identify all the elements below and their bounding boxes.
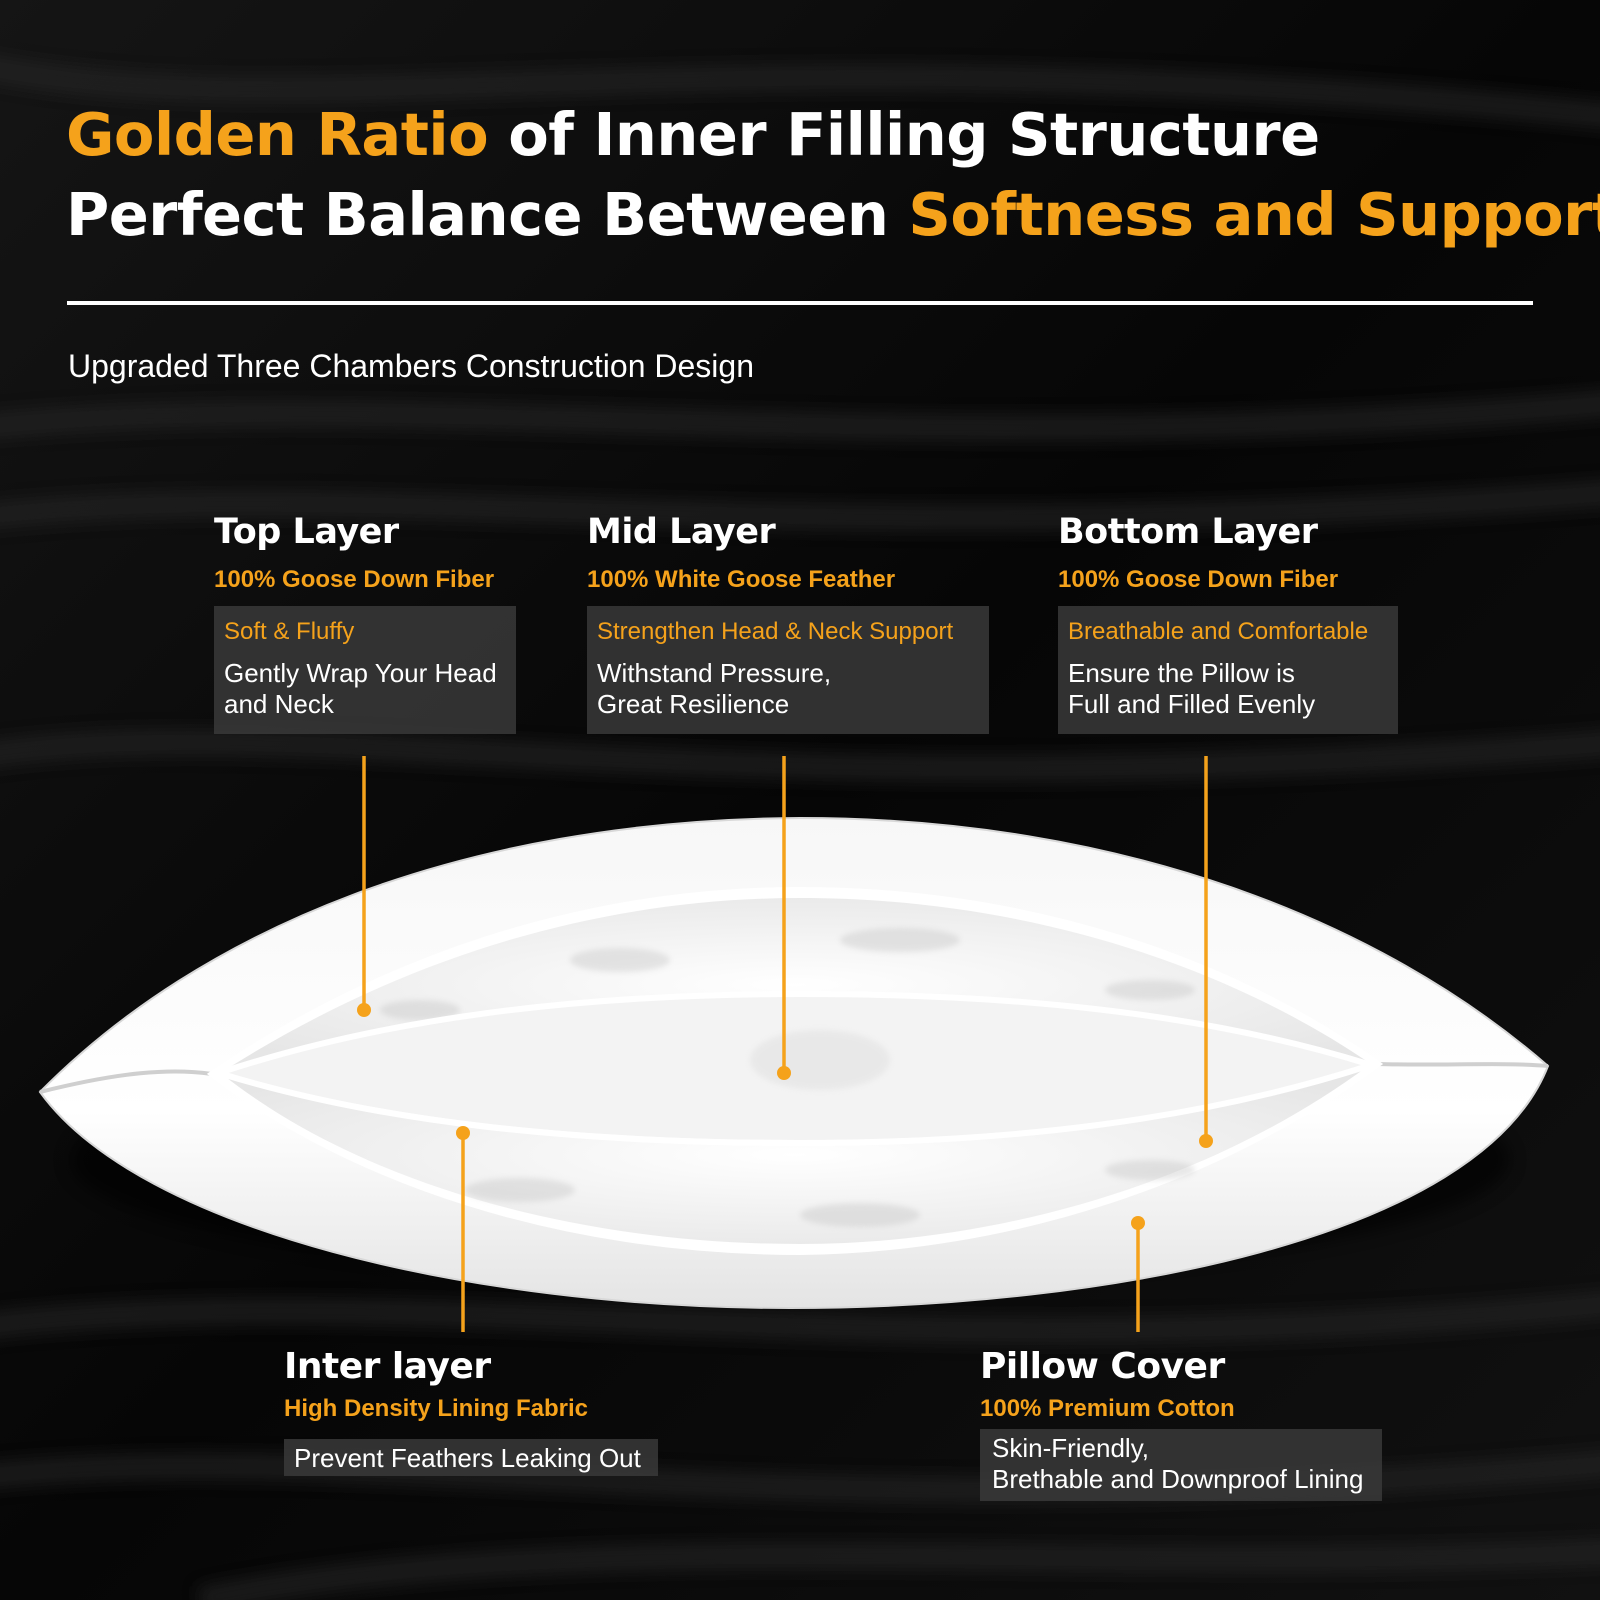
mid-layer-callout: Mid Layer 100% White Goose Feather Stren… <box>587 512 989 734</box>
pillow-cover-dot <box>1131 1216 1145 1230</box>
inter-layer-description: Prevent Feathers Leaking Out <box>294 1443 641 1473</box>
top-layer-dot <box>357 1003 371 1017</box>
pillow-cover-description: Skin-Friendly, Brethable and Downproof L… <box>992 1433 1364 1494</box>
mid-layer-description: Withstand Pressure, Great Resilience <box>597 658 832 719</box>
pillow-cover-title: Pillow Cover <box>980 1346 1225 1387</box>
mid-layer-dot <box>777 1066 791 1080</box>
pillow-cover-info-box: Skin-Friendly, Brethable and Downproof L… <box>980 1429 1382 1501</box>
bottom-layer-description: Ensure the Pillow is Full and Filled Eve… <box>1068 658 1316 719</box>
top-layer-description: Gently Wrap Your Head and Neck <box>224 658 497 719</box>
headline-line-2: Perfect Balance Between Softness and Sup… <box>66 180 1600 249</box>
headline-line-1: Golden Ratio of Inner Filling Structure <box>66 100 1320 169</box>
top-layer-info-box: Soft & Fluffy Gently Wrap Your Head and … <box>214 606 516 734</box>
chamber-seam-upper <box>221 990 1369 1075</box>
headline-line-2-rest: Perfect Balance Between <box>66 180 909 249</box>
headline-line-1-rest: of Inner Filling Structure <box>488 100 1320 169</box>
pillow <box>38 816 1550 1310</box>
bottom-layer-callout: Bottom Layer 100% Goose Down Fiber Breat… <box>1058 512 1398 734</box>
inter-layer-info-box: Prevent Feathers Leaking Out <box>284 1439 658 1476</box>
pillow-cover-callout: Pillow Cover 100% Premium Cotton Skin-Fr… <box>980 1346 1382 1501</box>
top-layer-feature: Soft & Fluffy <box>224 618 355 645</box>
mid-layer-title: Mid Layer <box>587 512 776 552</box>
pillow-cover-material: 100% Premium Cotton <box>980 1395 1235 1422</box>
pillow-piping-right <box>1377 1062 1549 1068</box>
headline-accent-golden-ratio: Golden Ratio <box>66 100 489 169</box>
mid-layer-material: 100% White Goose Feather <box>587 566 896 593</box>
mid-layer-feature: Strengthen Head & Neck Support <box>597 618 954 645</box>
bottom-layer-title: Bottom Layer <box>1058 512 1318 552</box>
headline-accent-softness-support: Softness and Support <box>908 180 1600 249</box>
bottom-layer-feature: Breathable and Comfortable <box>1068 618 1369 645</box>
pillow-piping-left <box>39 1069 213 1094</box>
top-layer-title: Top Layer <box>214 512 399 552</box>
headline-divider <box>67 301 1533 305</box>
inter-layer-material: High Density Lining Fabric <box>284 1395 589 1422</box>
inter-layer-title: Inter layer <box>284 1346 491 1387</box>
bottom-layer-material: 100% Goose Down Fiber <box>1058 566 1339 593</box>
top-layer-callout: Top Layer 100% Goose Down Fiber Soft & F… <box>214 512 516 734</box>
top-layer-material: 100% Goose Down Fiber <box>214 566 495 593</box>
chamber-seam-lower <box>221 1063 1369 1147</box>
callout-connectors <box>357 756 1213 1332</box>
inter-layer-dot <box>456 1126 470 1140</box>
bottom-layer-dot <box>1199 1134 1213 1148</box>
subtitle: Upgraded Three Chambers Construction Des… <box>68 348 754 384</box>
bottom-layer-info-box: Breathable and Comfortable Ensure the Pi… <box>1058 606 1398 734</box>
top-chamber-fill <box>222 898 1368 1072</box>
inter-layer-callout: Inter layer High Density Lining Fabric P… <box>284 1346 658 1476</box>
mid-layer-info-box: Strengthen Head & Neck Support Withstand… <box>587 606 989 734</box>
